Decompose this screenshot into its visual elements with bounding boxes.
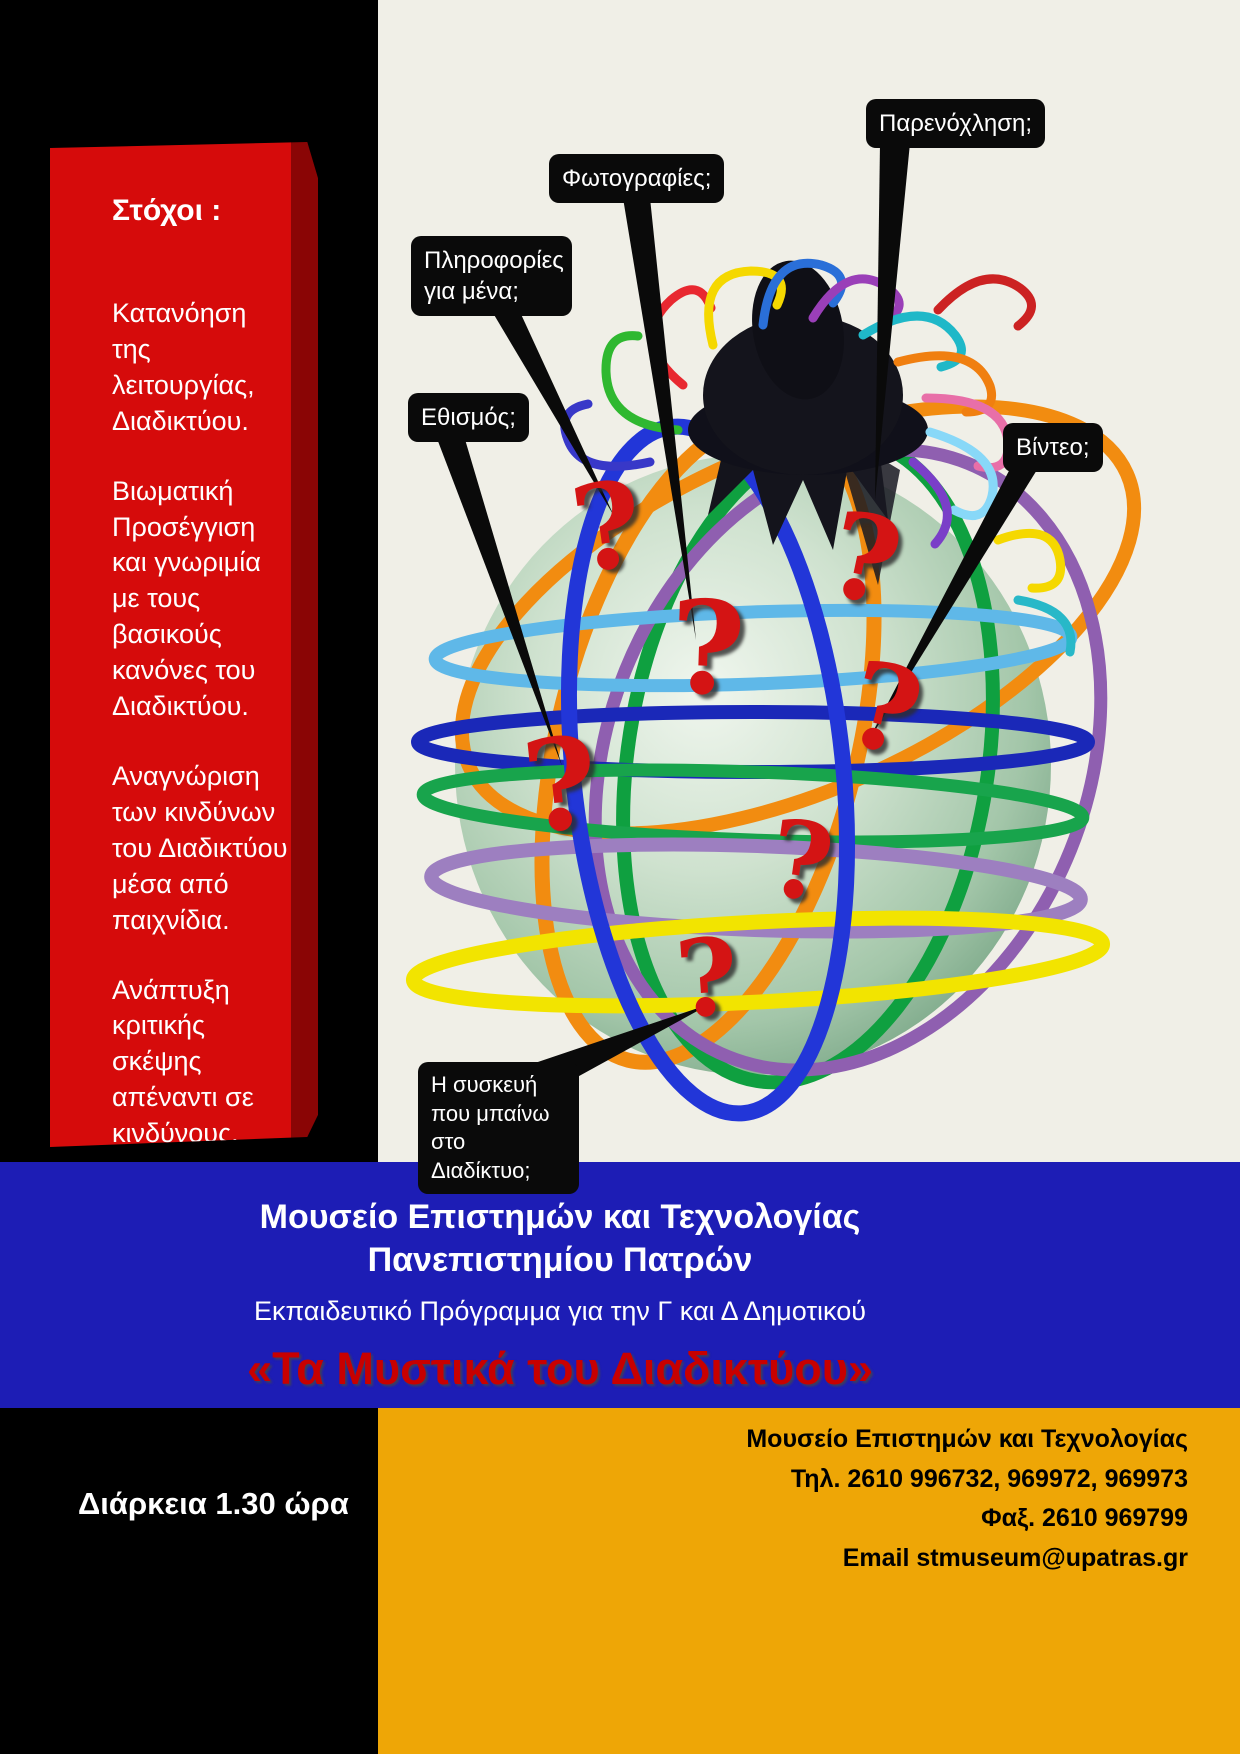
callout-photos: Φωτογραφίες;	[549, 154, 725, 204]
objectives-heading: Στόχοι :	[112, 194, 222, 227]
objective-paragraph: Βιωματική Προσέγγιση και γνωριμία με του…	[112, 475, 261, 722]
globe-illustration	[405, 143, 1142, 1122]
contact-line: Φαξ. 2610 969799	[981, 1504, 1188, 1532]
contact-line: Μουσείο Επιστημών και Τεχνολογίας	[746, 1425, 1188, 1453]
objectives-content: Στόχοι : Κατανόηση της λειτουργίας, Διαδ…	[50, 142, 318, 1149]
question-mark: ?	[667, 572, 748, 726]
callout-device: Η συσκευή που μπαίνω στο Διαδίκτυο;	[418, 1062, 579, 1195]
objective-paragraph: Ανάπτυξη κριτικής σκέψης απέναντι σε κιν…	[112, 974, 254, 1149]
monster-illustration	[560, 258, 1076, 657]
question-mark: ?	[671, 912, 743, 1043]
museum-name-line2: Πανεπιστημίου Πατρών	[367, 1241, 753, 1279]
program-title: «Τα Μυστικά του Διαδικτύου»	[247, 1343, 873, 1394]
callout-tails	[436, 143, 1040, 1092]
illustration-area: ? ? ? ? ? ? ? Παρενόχληση; Φωτογραφίες; …	[378, 0, 1240, 1195]
footer: Διάρκεια 1.30 ώρα Μουσείο Επιστημών και …	[0, 1408, 1240, 1754]
program-subtitle: Εκπαιδευτικό Πρόγραμμα για την Γ και Δ Δ…	[254, 1296, 866, 1326]
duration-text: Διάρκεια 1.30 ώρα	[78, 1486, 349, 1521]
museum-banner-content: Μουσείο Επιστημών και Τεχνολογίας Πανεπι…	[0, 1162, 1240, 1395]
objective-paragraph: Κατανόηση της λειτουργίας, Διαδικτύου.	[112, 298, 255, 436]
objectives-panel: Στόχοι : Κατανόηση της λειτουργίας, Διαδ…	[50, 142, 318, 1147]
contact-block: Μουσείο Επιστημών και Τεχνολογίας Τηλ. 2…	[378, 1408, 1240, 1578]
callout-video: Βίντεο;	[1003, 423, 1103, 473]
museum-name-line1: Μουσείο Επιστημών και Τεχνολογίας	[259, 1198, 861, 1236]
callout-addiction: Εθισμός;	[408, 393, 529, 443]
objective-paragraph: Αναγνώριση των κινδύνων του Διαδικτύου μ…	[112, 760, 288, 935]
museum-banner: Μουσείο Επιστημών και Τεχνολογίας Πανεπι…	[0, 1162, 1240, 1408]
question-mark: ?	[516, 707, 606, 863]
contact-line: Email stmuseum@upatras.gr	[842, 1543, 1188, 1572]
contact-line: Τηλ. 2610 996732, 969972, 969973	[790, 1464, 1188, 1493]
footer-duration-panel: Διάρκεια 1.30 ώρα	[0, 1408, 378, 1754]
footer-contact-panel: Μουσείο Επιστημών και Τεχνολογίας Τηλ. 2…	[378, 1408, 1240, 1754]
callout-harassment: Παρενόχληση;	[866, 99, 1046, 149]
left-black-column: Στόχοι : Κατανόηση της λειτουργίας, Διαδ…	[0, 0, 378, 1162]
callout-personal-info: Πληροφορίες για μένα;	[411, 236, 572, 317]
